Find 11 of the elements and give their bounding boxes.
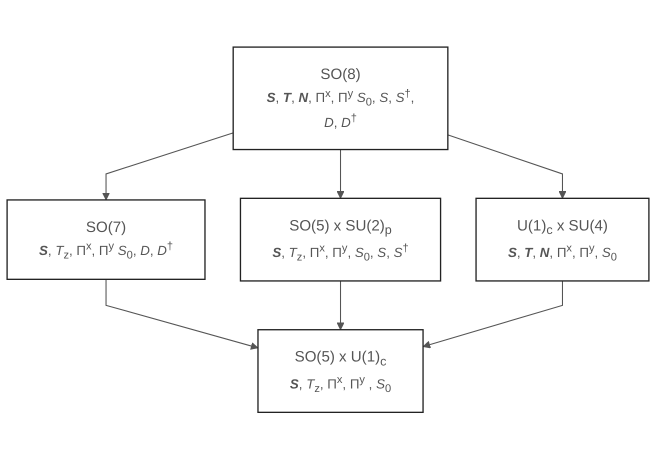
node-box: U(1)$_{c}$ x SU(4) S, T, N, Π$^{x}$, Π$^{y}$, S$_{0}$ xyxy=(475,198,650,282)
arrow xyxy=(448,134,566,199)
node-box: SO(5) x SU(2)$_{p}$ S, T$_{z}$, Π$^{x}$, Π$^{y}$, S$_{0}$, S, S$^{†}$ xyxy=(240,198,442,282)
node-box: SO(5) x U(1)$_{c}$ S, T$_{z}$, Π$^{x}$, Π$^{y}$ , S$_{0}$ xyxy=(257,329,424,414)
arrow xyxy=(336,150,344,199)
arrow xyxy=(336,281,344,330)
arrow xyxy=(106,280,258,350)
arrow xyxy=(102,132,234,201)
node-box: SO(8) S, T, N, Π$^{x}$, Π$^{y}$ S$_{0}$, S, S$^{†}$, D, D$^{†}$ xyxy=(232,46,448,150)
arrow xyxy=(422,281,563,349)
node-box: SO(7) S, T$_{z}$, Π$^{x}$, Π$^{y}$ S$_{0}$, D, D$^{†}$ xyxy=(6,200,206,280)
